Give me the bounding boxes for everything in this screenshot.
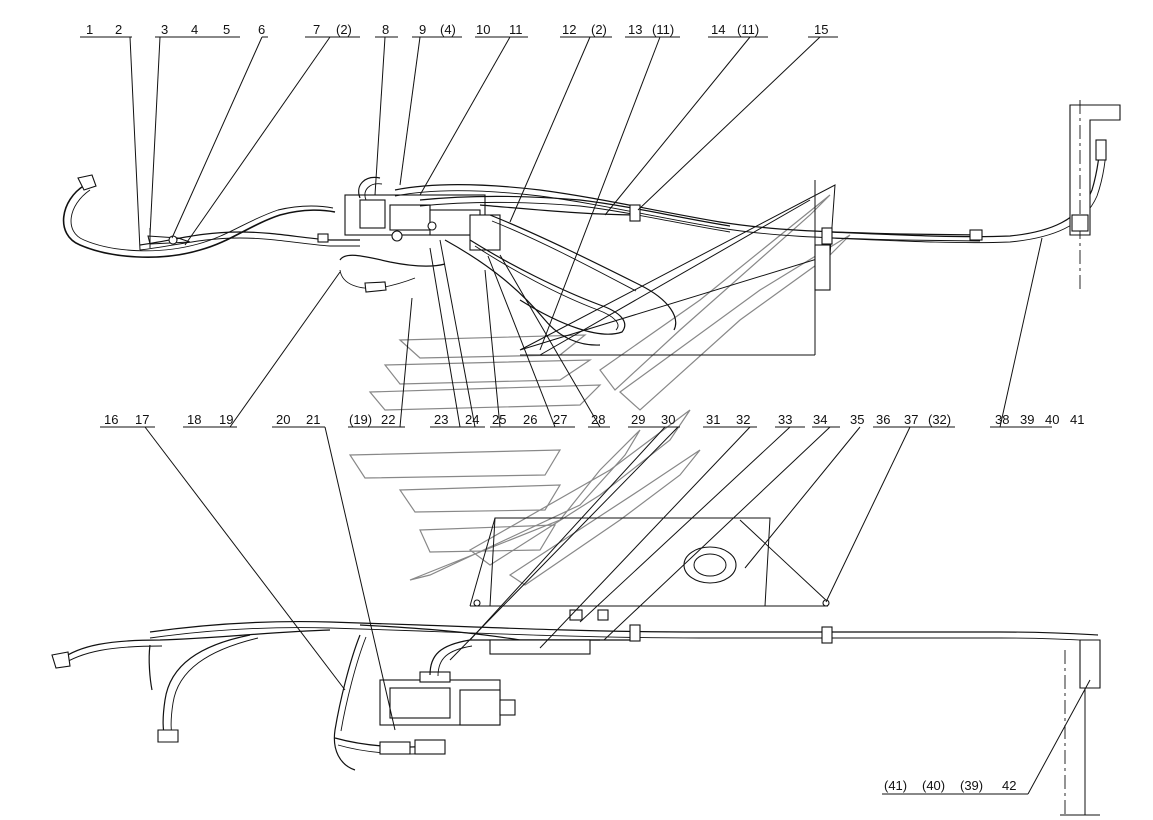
callout-31: 31: [706, 412, 720, 427]
callout-26: 26: [523, 412, 537, 427]
callout-17: 17: [135, 412, 149, 427]
callout-39-ref: (39): [960, 778, 983, 793]
callout-41-ref: (41): [884, 778, 907, 793]
callout-14: 14: [711, 22, 725, 37]
callout-2: 2: [115, 22, 122, 37]
callout-38: 38: [995, 412, 1009, 427]
callout-9-ref-4: (4): [440, 22, 456, 37]
leader-lines: [80, 36, 1091, 795]
callout-37: 37: [904, 412, 918, 427]
callout-23: 23: [434, 412, 448, 427]
callout-22: 22: [381, 412, 395, 427]
callout-12: 12: [562, 22, 576, 37]
callout-3: 3: [161, 22, 168, 37]
callout-6: 6: [258, 22, 265, 37]
callout-15: 15: [814, 22, 828, 37]
callout-29: 29: [631, 412, 645, 427]
callout-8: 8: [382, 22, 389, 37]
callout-5: 5: [223, 22, 230, 37]
callout-7: 7: [313, 22, 320, 37]
callout-25: 25: [492, 412, 506, 427]
bottom-view-assembly: [51, 517, 1101, 816]
callout-41: 41: [1070, 412, 1084, 427]
top-view-assembly: [62, 100, 1121, 356]
callout-4: 4: [191, 22, 198, 37]
callout-40-ref: (40): [922, 778, 945, 793]
callout-28: 28: [591, 412, 605, 427]
callout-7-ref-2: (2): [336, 22, 352, 37]
callout-10: 10: [476, 22, 490, 37]
callout-12-ref-2: (2): [591, 22, 607, 37]
callout-39: 39: [1020, 412, 1034, 427]
callout-34: 34: [813, 412, 827, 427]
callout-14-ref-11: (11): [737, 22, 759, 37]
callout-19: 19: [219, 412, 233, 427]
callout-40: 40: [1045, 412, 1059, 427]
callout-20: 20: [276, 412, 290, 427]
callout-24: 24: [465, 412, 479, 427]
callout-37-ref-32: (32): [928, 412, 951, 427]
callout-27: 27: [553, 412, 567, 427]
callout-labels: 1 2 3 4 5 6 7 (2) 8 9 (4) 10 11 12 (2) 1…: [86, 22, 1084, 793]
callout-21: 21: [306, 412, 320, 427]
callout-42: 42: [1002, 778, 1016, 793]
callout-33: 33: [778, 412, 792, 427]
callout-11: 11: [509, 22, 523, 37]
callout-16: 16: [104, 412, 118, 427]
callout-32: 32: [736, 412, 750, 427]
callout-35: 35: [850, 412, 864, 427]
callout-13-ref-11: (11): [652, 22, 674, 37]
callout-30: 30: [661, 412, 675, 427]
callout-36: 36: [876, 412, 890, 427]
callout-18: 18: [187, 412, 201, 427]
callout-19-ref: (19): [349, 412, 372, 427]
callout-9: 9: [419, 22, 426, 37]
watermark-logo: [348, 194, 851, 586]
callout-1: 1: [86, 22, 93, 37]
callout-13: 13: [628, 22, 642, 37]
